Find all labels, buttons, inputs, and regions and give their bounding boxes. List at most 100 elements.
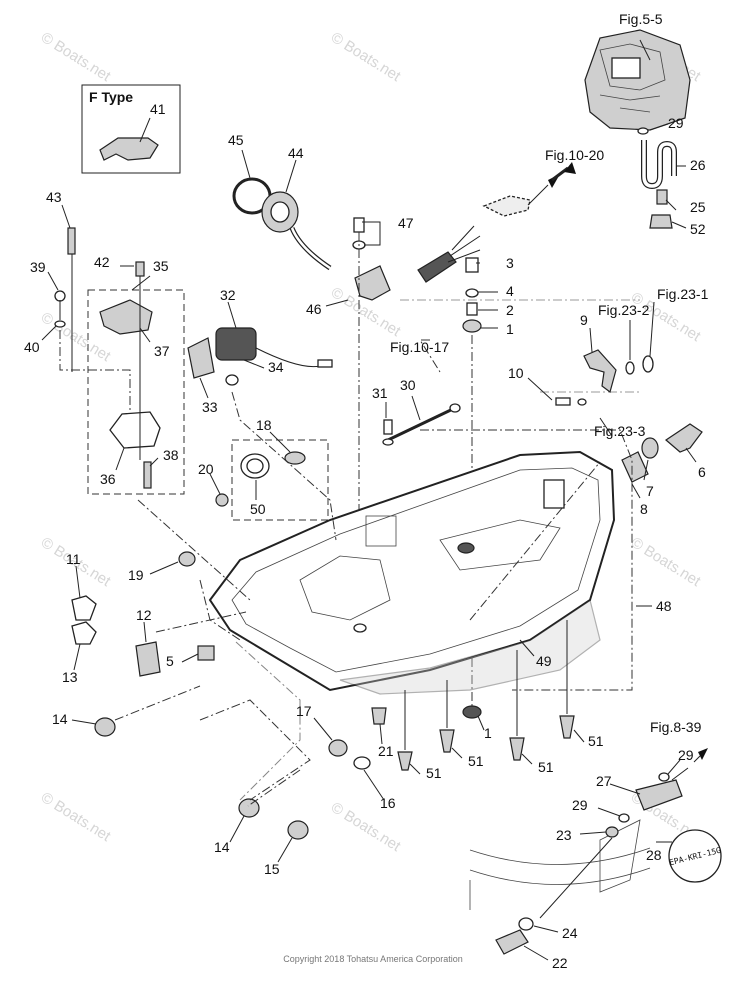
callout-6: 6 xyxy=(698,464,706,480)
callout-22: 22 xyxy=(552,955,568,971)
callout-27: 27 xyxy=(596,773,612,789)
callout-51: 51 xyxy=(588,733,604,749)
grommet-frame xyxy=(231,439,329,521)
callout-3: 3 xyxy=(506,255,514,271)
ref-fig-10-20[interactable]: Fig.10-20 xyxy=(545,147,604,163)
callout-44: 44 xyxy=(288,145,304,161)
callout-51: 51 xyxy=(468,753,484,769)
callout-14: 14 xyxy=(214,839,230,855)
epa-stamp xyxy=(668,829,722,883)
ref-fig-5-5[interactable]: Fig.5-5 xyxy=(619,11,663,27)
left-small-parts xyxy=(71,595,215,677)
pan-outer xyxy=(208,450,616,692)
callout-19: 19 xyxy=(128,567,144,583)
callout-39: 39 xyxy=(30,259,46,275)
callout-14: 14 xyxy=(52,711,68,727)
callout-42: 42 xyxy=(94,254,110,270)
watermark: © Boats.net xyxy=(38,29,114,86)
callout-38: 38 xyxy=(163,447,179,463)
callout-7: 7 xyxy=(646,483,654,499)
bottom-cowl-pan xyxy=(199,429,633,695)
lever-parts xyxy=(555,349,703,483)
callout-23: 23 xyxy=(556,827,572,843)
leader xyxy=(139,117,151,143)
callout-50: 50 xyxy=(250,501,266,517)
engine-body xyxy=(584,29,691,131)
callout-4: 4 xyxy=(506,283,514,299)
callout-8: 8 xyxy=(640,501,648,517)
watermark: © Boats.net xyxy=(38,789,114,846)
callout-28: 28 xyxy=(646,847,662,863)
callout-1: 1 xyxy=(484,725,492,741)
harness-connector xyxy=(482,174,560,217)
watermark: © Boats.net xyxy=(328,29,404,86)
clip-13 xyxy=(71,621,97,645)
callout-52: 52 xyxy=(690,221,706,237)
callout-32: 32 xyxy=(220,287,236,303)
fitting-22 xyxy=(495,929,529,955)
ref-fig-23-1[interactable]: Fig.23-1 xyxy=(657,286,709,302)
callout-29: 29 xyxy=(678,747,694,763)
callout-31: 31 xyxy=(372,385,388,401)
ref-fig-23-3[interactable]: Fig.23-3 xyxy=(594,423,646,439)
callout-1: 1 xyxy=(506,321,514,337)
lever-9 xyxy=(583,349,617,394)
fitting-25 xyxy=(656,189,668,205)
callout-30: 30 xyxy=(400,377,416,393)
bracket-46 xyxy=(352,217,391,540)
hose-assembly xyxy=(637,127,677,229)
callout-46: 46 xyxy=(306,301,322,317)
handle-6 xyxy=(665,423,703,453)
callout-51: 51 xyxy=(426,765,442,781)
figure-references: Fig.5-5 Fig.10-20 Fig.23-1 Fig.23-2 Fig.… xyxy=(390,11,709,735)
ref-fig-10-17[interactable]: Fig.10-17 xyxy=(390,339,449,355)
ref-fig-8-39[interactable]: Fig.8-39 xyxy=(650,719,702,735)
callout-25: 25 xyxy=(690,199,706,215)
callout-5: 5 xyxy=(166,653,174,669)
callout-40: 40 xyxy=(24,339,40,355)
inset-title: F Type xyxy=(89,89,133,105)
cover-37 xyxy=(99,299,153,335)
tube-27 xyxy=(635,779,683,811)
inset-frame xyxy=(81,84,181,174)
leader-lines xyxy=(41,39,697,961)
callout-20: 20 xyxy=(198,461,214,477)
cover-part-41 xyxy=(99,137,159,161)
callout-37: 37 xyxy=(154,343,170,359)
switch-assembly xyxy=(232,177,332,271)
callout-16: 16 xyxy=(380,795,396,811)
block-5 xyxy=(197,645,215,661)
callout-48: 48 xyxy=(656,598,672,614)
ref-fig-23-2[interactable]: Fig.23-2 xyxy=(598,302,650,318)
callout-2: 2 xyxy=(506,302,514,318)
lower-right-assembly: EPA-KRI-15G xyxy=(469,748,722,955)
callout-36: 36 xyxy=(100,471,116,487)
callout-49: 49 xyxy=(536,653,552,669)
drain-plugs xyxy=(371,620,575,771)
f-type-inset: F Type xyxy=(81,84,181,174)
callout-33: 33 xyxy=(202,399,218,415)
callout-45: 45 xyxy=(228,132,244,148)
callout-51: 51 xyxy=(538,759,554,775)
callout-11: 11 xyxy=(66,551,81,567)
callout-34: 34 xyxy=(268,359,284,375)
callout-10: 10 xyxy=(508,365,524,381)
bushing-7 xyxy=(641,437,659,459)
callout-43: 43 xyxy=(46,189,62,205)
callout-numbers: 41 43 42 3 5 39 40 37 36 38 45 44 4 7 46 3… xyxy=(24,101,706,971)
callout-29: 29 xyxy=(572,797,588,813)
arrow-fig-10-20 xyxy=(551,162,576,182)
engine-block xyxy=(584,29,691,131)
watermark: © Boats.net xyxy=(628,534,704,591)
callout-24: 24 xyxy=(562,925,578,941)
callout-9: 9 xyxy=(580,312,588,328)
bracket-36 xyxy=(109,411,161,449)
pad-12 xyxy=(135,641,161,677)
solenoid-assembly xyxy=(187,327,333,386)
callout-13: 13 xyxy=(62,669,78,685)
callout-41: 41 xyxy=(150,101,166,117)
collar-8 xyxy=(621,451,649,483)
wire-harness xyxy=(417,225,481,283)
